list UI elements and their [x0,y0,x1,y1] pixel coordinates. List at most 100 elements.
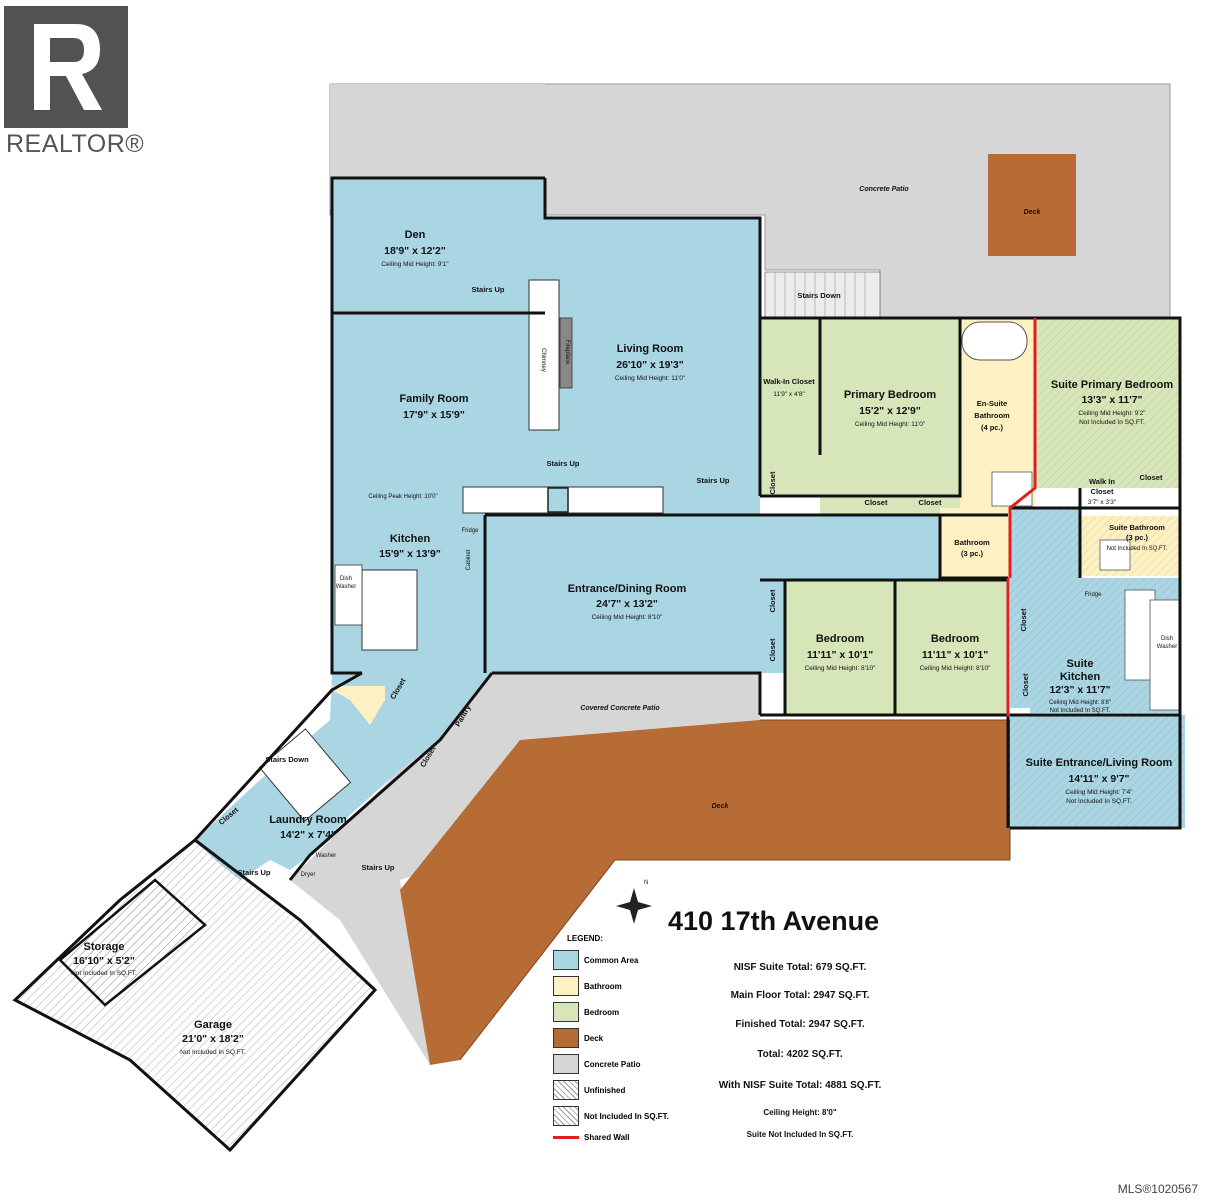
kitchen-name: Kitchen [390,533,431,545]
ensuite-name2: Bathroom [974,411,1010,420]
mls-number: MLS®1020567 [1117,1182,1198,1196]
stairs-up-patio: Stairs Up [362,863,395,872]
suite-living-area [1010,715,1185,828]
legend-label-shared-wall: Shared Wall [584,1132,630,1142]
bedroom-areas [760,318,1180,715]
suite-kitchen-name2: Kitchen [1060,671,1101,683]
bedroom1-dim: 11'11" x 10'1" [807,649,873,661]
closet-primary-1: Closet [865,498,888,507]
legend-item-not-included: Not Included In SQ.FT. [553,1105,669,1127]
garage [12,838,378,1153]
covered-patio-label: Covered Concrete Patio [580,705,660,712]
legend-item-common: Common Area [553,949,638,971]
bedroom2-name: Bedroom [931,633,980,645]
legend-label-common: Common Area [584,955,639,965]
stairs-down-label: Stairs Down [797,291,841,300]
suite-kitchen-note: Ceiling Mid Height: 8'8" [1049,700,1111,706]
ensuite-name3: (4 pc.) [981,423,1004,432]
den-note: Ceiling Mid Height: 9'1" [381,261,449,268]
suite-living-note: Ceiling Mid Height: 7'4" [1065,789,1133,796]
fireplace-label: Fireplace [564,340,570,365]
legend-item-shared-wall: Shared Wall [553,1126,630,1148]
closet-entrance-1: Closet [768,589,777,612]
total-with-nisf: With NISF Suite Total: 4881 SQ.FT. [718,1080,882,1091]
realtor-logo [4,6,128,128]
bathroom-pc: (3 pc.) [961,549,984,558]
laundry-name: Laundry Room [269,814,347,826]
walkin-dim: 11'9" x 4'8" [773,391,805,398]
garage-note: Not Included In SQ.FT. [180,1049,246,1056]
legend-label-not-included: Not Included In SQ.FT. [584,1111,669,1121]
swatch-bedroom [553,1002,579,1022]
cabinet-label: Cabinet [466,549,472,570]
total-all: Total: 4202 SQ.FT. [757,1049,843,1060]
washer-label: Washer [316,853,336,859]
laundry-dim: 14'2" x 7'4" [280,829,336,841]
swatch-unfinished [553,1080,579,1100]
bathroom-name: Bathroom [954,538,990,547]
family-name: Family Room [399,393,468,405]
living-dim: 26'10" x 19'3" [616,359,684,371]
storage-name: Storage [84,941,125,953]
legend-item-patio: Concrete Patio [553,1053,640,1075]
den-name: Den [405,229,426,241]
property-title: 410 17th Avenue [668,906,880,936]
concrete-patio-label: Concrete Patio [859,186,909,193]
total-main: Main Floor Total: 2947 SQ.FT. [730,990,870,1001]
stairs-down-top [764,271,881,319]
legend-label-bath: Bathroom [584,981,622,991]
suite-walkin-dim: 3'7" x 3'3" [1088,499,1117,506]
legend-title: LEGEND: [567,934,603,943]
suite-fridge-label: Fridge [1084,592,1102,598]
top-deck [988,154,1076,256]
primary-name: Primary Bedroom [844,389,937,401]
closet-suite: Closet [1140,473,1163,482]
swatch-bath [553,976,579,996]
suite-kitchen-name1: Suite [1067,658,1094,670]
dishwasher-label-2: Washer [336,584,356,590]
living-name: Living Room [617,343,684,355]
room-labels: Den 18'9" x 12'2" Ceiling Mid Height: 9'… [71,229,1173,1056]
suite-living-name: Suite Entrance/Living Room [1026,757,1173,769]
kitchen-island [361,569,418,651]
suite-kitchen-dim: 12'3" x 11'7" [1049,684,1110,696]
bedroom1-note: Ceiling Mid Height: 8'10" [805,665,876,672]
suite-bath-pc: (3 pc.) [1126,533,1149,542]
suite-bath-name: Suite Bathroom [1109,523,1165,532]
entrance-name: Entrance/Dining Room [568,583,687,595]
suite-primary-name: Suite Primary Bedroom [1051,379,1173,391]
shared-walls [1006,318,1037,717]
family-note: Ceiling Peak Height: 10'0" [368,494,437,500]
suite-kitchen-note2: Not Included In SQ.FT. [1050,708,1111,714]
closet-primary-2: Closet [919,498,942,507]
deck [400,720,1010,1065]
closet-entrance-2: Closet [768,638,777,661]
total-finished: Finished Total: 2947 SQ.FT. [735,1019,865,1030]
storage-dim: 16'10" x 5'2" [73,955,135,967]
realtor-logo-text: REALTOR® [6,130,145,158]
suite-dishwasher-1: Dish [1161,636,1173,642]
fridge-label: Fridge [461,528,479,534]
closet-walkin: Closet [768,471,777,494]
walkin-name: Walk-In Closet [763,377,815,386]
stairs-up-laundry: Stairs Up [238,868,271,877]
bedroom2-note: Ceiling Mid Height: 8'10" [920,665,991,672]
entrance-note: Ceiling Mid Height: 8'10" [592,614,663,621]
swatch-deck [553,1028,579,1048]
legend-label-deck: Deck [584,1033,604,1043]
dishwasher-label-1: Dish [340,576,352,582]
bathroom-3pc [940,508,1010,578]
swatch-common [553,950,579,970]
legend-item-deck: Deck [553,1027,603,1049]
legend-item-bedroom: Bedroom [553,1001,619,1023]
garage-name: Garage [194,1019,232,1031]
total-nisf: NISF Suite Total: 679 SQ.FT. [733,962,867,973]
suite-walkin-name2: Closet [1091,487,1114,496]
primary-dim: 15'2" x 12'9" [859,405,921,417]
legend-item-unfinished: Unfinished [553,1079,625,1101]
closet-bedroom2: Closet [1019,608,1028,631]
bedroom1-name: Bedroom [816,633,865,645]
closet-suite-kitchen: Closet [1021,673,1030,696]
entrance-dim: 24'7" x 13'2" [596,598,658,610]
